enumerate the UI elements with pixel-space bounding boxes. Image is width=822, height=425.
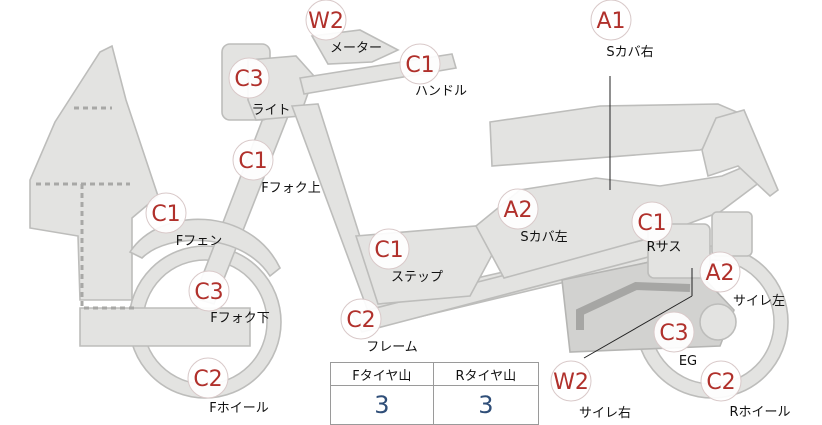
leg-shield-seams xyxy=(36,106,130,306)
marker-front-fork-upper: C1 Fフォク上 xyxy=(232,139,321,196)
label-meter: メーター xyxy=(330,41,382,56)
marker-muffler-right: W2 サイレ右 xyxy=(550,360,631,421)
rear-hub-shape xyxy=(699,303,737,341)
tread-header-row: Fタイヤ山 Rタイヤ山 xyxy=(330,362,540,386)
grade-meter: W2 xyxy=(308,9,344,34)
grade-side-cover-left: A2 xyxy=(503,198,532,223)
grade-front-fork-lower: C3 xyxy=(194,280,223,305)
engine-belt-shape xyxy=(576,281,691,330)
label-engine: EG xyxy=(679,354,697,369)
grade-step: C1 xyxy=(374,238,403,263)
grade-front-fender: C1 xyxy=(151,202,180,227)
label-muffler-right: サイレ右 xyxy=(579,406,631,421)
grade-handle: C1 xyxy=(405,53,434,78)
label-light: ライト xyxy=(251,103,290,118)
marker-light: C3 ライト xyxy=(228,57,291,118)
tire-tread-table: Fタイヤ山 Rタイヤ山 3 3 xyxy=(330,362,540,425)
label-muffler-left: サイレ左 xyxy=(733,294,785,309)
label-front-fork-upper: Fフォク上 xyxy=(261,181,320,196)
grade-muffler-left: A2 xyxy=(705,261,734,286)
marker-front-wheel: C2 Fホイール xyxy=(187,357,269,416)
tail-shape xyxy=(701,109,779,198)
leader-muffler-right xyxy=(583,295,693,359)
label-front-wheel: Fホイール xyxy=(209,401,268,416)
marker-engine: C3 EG xyxy=(653,311,697,369)
marker-frame: C2 フレーム xyxy=(340,298,418,355)
rear-tread-value: 3 xyxy=(432,385,540,425)
grade-markers: C2 Fホイール C3 Fフォク下 C1 Fフェン C1 Fフォク上 C3 ライ… xyxy=(145,0,791,421)
rear-tread-header: Rタイヤ山 xyxy=(432,362,540,386)
leg-shield-shape xyxy=(29,44,159,301)
front-tread-value: 3 xyxy=(330,385,434,425)
floor-board-shape xyxy=(79,307,251,347)
marker-rear-wheel: C2 Rホイール xyxy=(700,360,791,420)
marker-front-fender: C1 Fフェン xyxy=(145,192,222,249)
label-handle: ハンドル xyxy=(415,84,467,99)
label-front-fender: Fフェン xyxy=(176,234,222,249)
label-step: ステップ xyxy=(391,270,443,285)
marker-step: C1 ステップ xyxy=(368,228,443,285)
marker-front-fork-lower: C3 Fフォク下 xyxy=(188,270,270,326)
label-front-fork-lower: Fフォク下 xyxy=(210,311,269,326)
marker-side-cover-right: A1 Sカバ右 xyxy=(590,0,654,60)
leader-lines xyxy=(583,76,693,359)
label-rear-wheel: Rホイール xyxy=(729,405,790,420)
marker-rear-suspension: C1 Rサス xyxy=(631,201,682,255)
label-side-cover-right: Sカバ右 xyxy=(606,45,653,60)
grade-side-cover-right: A1 xyxy=(596,9,625,34)
tread-value-row: 3 3 xyxy=(330,385,540,425)
air-box-shape xyxy=(711,211,753,257)
marker-handle: C1 ハンドル xyxy=(399,43,467,99)
grade-rear-suspension: C1 xyxy=(637,211,666,236)
grade-front-wheel: C2 xyxy=(193,367,222,392)
grade-muffler-right: W2 xyxy=(553,370,589,395)
label-frame: フレーム xyxy=(366,340,418,355)
grade-engine: C3 xyxy=(659,321,688,346)
label-rear-suspension: Rサス xyxy=(647,240,682,255)
grade-frame: C2 xyxy=(346,308,375,333)
label-side-cover-left: Sカバ左 xyxy=(520,230,567,245)
marker-muffler-left: A2 サイレ左 xyxy=(699,251,785,309)
marker-side-cover-left: A2 Sカバ左 xyxy=(497,188,568,245)
marker-meter: W2 メーター xyxy=(305,0,382,56)
grade-light: C3 xyxy=(234,67,263,92)
front-tread-header: Fタイヤ山 xyxy=(330,362,434,386)
grade-rear-wheel: C2 xyxy=(706,370,735,395)
grade-front-fork-upper: C1 xyxy=(238,149,267,174)
